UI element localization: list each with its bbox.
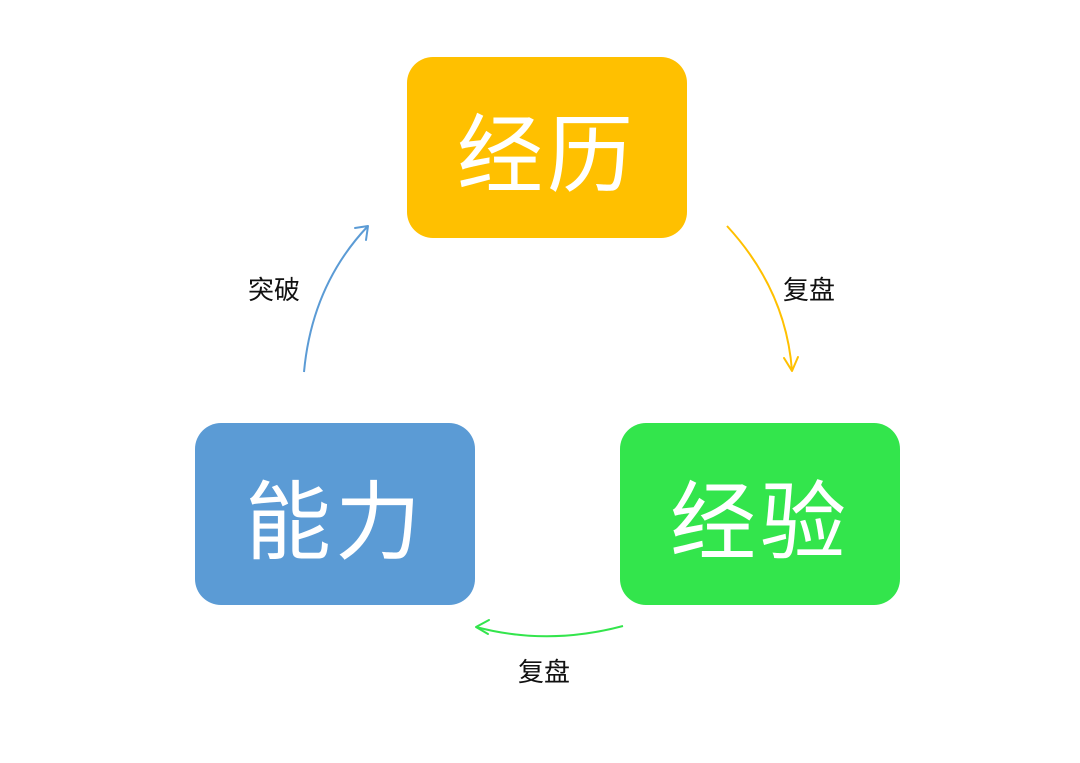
arrowhead-ability-to-experience	[354, 225, 369, 241]
arrow-lesson-to-ability	[475, 625, 624, 638]
edge-label-lesson-to-ability: 复盘	[518, 658, 571, 688]
node-experience-label: 经历	[457, 106, 637, 206]
edge-label-ability-to-experience: 突破	[248, 276, 301, 306]
node-ability: 能力	[195, 423, 475, 605]
arrowhead-lesson-to-ability	[475, 619, 490, 635]
arrow-ability-to-experience	[303, 225, 369, 373]
node-experience: 经历	[407, 57, 687, 238]
node-lesson: 经验	[620, 423, 900, 605]
node-ability-label: 能力	[245, 472, 425, 573]
node-lesson-label: 经验	[670, 472, 850, 573]
arrowhead-experience-to-lesson	[783, 356, 799, 372]
edge-label-experience-to-lesson: 复盘	[783, 276, 836, 306]
